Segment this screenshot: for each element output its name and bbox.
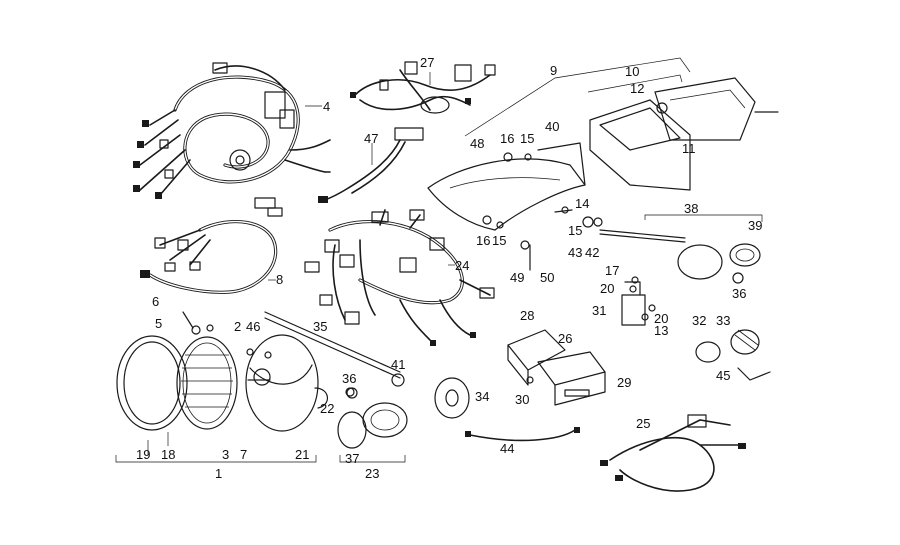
callout-12: 12 (630, 81, 644, 96)
callout-2: 2 (234, 319, 241, 334)
callout-37: 37 (345, 451, 359, 466)
wiring-harness-24 (304, 209, 495, 346)
rear-indicator-38-39 (599, 229, 761, 284)
callout-36b: 36 (732, 286, 746, 301)
callout-17: 17 (605, 263, 619, 278)
callout-18: 18 (161, 447, 175, 462)
callout-43: 43 (568, 245, 582, 260)
callout-41: 41 (391, 357, 405, 372)
headlight-assembly-1 (116, 311, 328, 432)
wiring-harness-25 (600, 414, 746, 492)
callout-47: 47 (364, 131, 378, 146)
callout-40: 40 (545, 119, 559, 134)
parts-32-33-45 (695, 329, 771, 381)
bracket-bar-35 (264, 311, 405, 387)
callout-38: 38 (684, 201, 698, 216)
callout-46: 46 (246, 319, 260, 334)
wiring-harness-4 (133, 62, 331, 199)
callout-22: 22 (320, 401, 334, 416)
callout-21: 21 (295, 447, 309, 462)
callout-1: 1 (215, 466, 222, 481)
callout-7: 7 (240, 447, 247, 462)
callout-28: 28 (520, 308, 534, 323)
callout-16b: 16 (476, 233, 490, 248)
callout-39: 39 (748, 218, 762, 233)
callout-49: 49 (510, 270, 524, 285)
callout-23: 23 (365, 466, 379, 481)
callout-48: 48 (470, 136, 484, 151)
callout-36a: 36 (342, 371, 356, 386)
callout-9: 9 (550, 63, 557, 78)
callout-10: 10 (625, 64, 639, 79)
callout-33: 33 (716, 313, 730, 328)
callout-15c: 15 (568, 223, 582, 238)
callout-25: 25 (636, 416, 650, 431)
callout-32: 32 (692, 313, 706, 328)
callout-50: 50 (540, 270, 554, 285)
callout-42: 42 (585, 245, 599, 260)
callout-20a: 20 (600, 281, 614, 296)
callout-19: 19 (136, 447, 150, 462)
callout-4: 4 (323, 99, 330, 114)
callout-29: 29 (617, 375, 631, 390)
lead-47 (318, 127, 424, 203)
callout-5: 5 (155, 316, 162, 331)
callout-14: 14 (575, 196, 589, 211)
callout-35: 35 (313, 319, 327, 334)
horn-34 (434, 377, 470, 419)
callout-30: 30 (515, 392, 529, 407)
callout-15b: 15 (492, 233, 506, 248)
callout-31: 31 (592, 303, 606, 318)
callout-labels: 1 2 3 4 5 6 7 8 9 10 11 12 13 14 15 15 1… (136, 55, 762, 481)
wiring-harness-27 (350, 61, 496, 114)
callout-34: 34 (475, 389, 489, 404)
callout-11: 11 (682, 141, 696, 156)
flasher-23 (337, 387, 408, 449)
callout-15a: 15 (520, 131, 534, 146)
callout-13: 13 (654, 323, 668, 338)
callout-26: 26 (558, 331, 572, 346)
fuse-box-28-29 (507, 329, 606, 406)
relay-31 (621, 276, 646, 326)
wiring-harness-8 (140, 197, 283, 294)
callout-8: 8 (276, 272, 283, 287)
callout-44: 44 (500, 441, 514, 456)
cable-44 (465, 427, 580, 442)
callout-16a: 16 (500, 131, 514, 146)
screws-washers (345, 206, 656, 397)
callout-6: 6 (152, 294, 159, 309)
tail-light-10-11-12 (589, 77, 779, 191)
callout-27: 27 (420, 55, 434, 70)
rear-mudguard-48 (427, 142, 586, 231)
callout-3: 3 (222, 447, 229, 462)
callout-45: 45 (716, 368, 730, 383)
callout-20b: 20 (654, 311, 668, 326)
callout-24: 24 (455, 258, 469, 273)
leader-lines (115, 57, 763, 463)
